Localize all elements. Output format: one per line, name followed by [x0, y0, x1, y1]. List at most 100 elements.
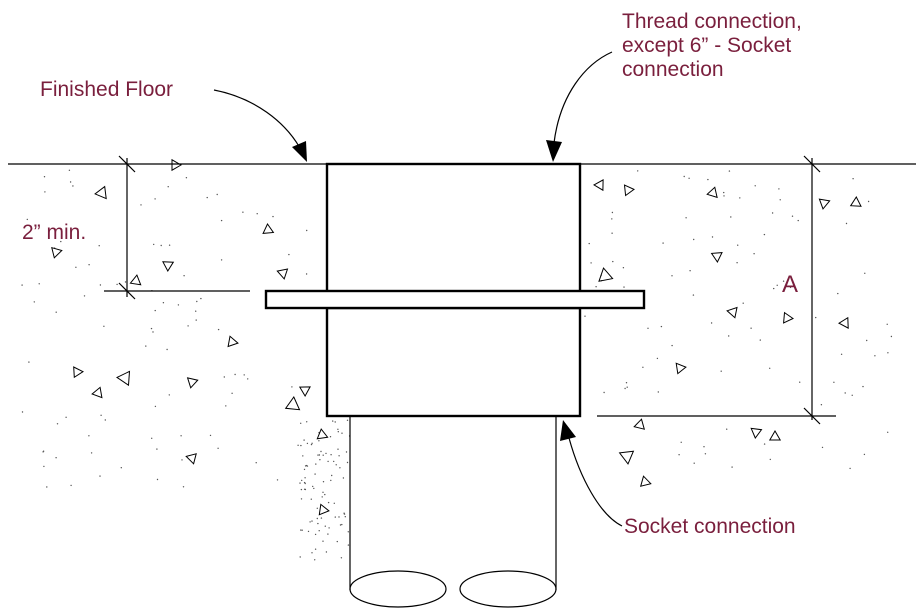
- aggregate-mark: [262, 223, 275, 234]
- stipple-dot: [623, 286, 625, 288]
- stipple-dot: [344, 516, 346, 518]
- stipple-dot: [325, 551, 328, 553]
- stipple-dot: [660, 325, 663, 328]
- stipple-dot: [154, 198, 156, 200]
- stipple-dot: [322, 454, 324, 456]
- stipple-dot: [187, 325, 189, 327]
- stipple-dot: [849, 467, 851, 470]
- stipple-dot: [840, 353, 843, 355]
- stipple-dot: [776, 284, 778, 286]
- stipple-dot: [303, 488, 306, 490]
- stipple-dot: [305, 464, 308, 467]
- stipple-dot: [754, 185, 756, 187]
- stipple-dot: [736, 262, 738, 264]
- aggregate-mark: [639, 475, 652, 487]
- stipple-dot: [611, 211, 614, 214]
- stipple-dot: [300, 444, 302, 447]
- stipple-dot: [685, 217, 687, 219]
- stipple-dot: [55, 457, 57, 459]
- stipple-dot: [771, 212, 774, 214]
- stipple-dot: [247, 378, 249, 380]
- stipple-dot: [306, 421, 308, 423]
- stipple-dot: [343, 512, 345, 514]
- stipple-dot: [300, 529, 302, 531]
- stipple-dot: [333, 460, 335, 463]
- stipple-dot: [231, 392, 233, 394]
- aggregate-mark: [618, 450, 635, 465]
- stipple-dot: [150, 327, 153, 330]
- stipple-dot: [723, 195, 725, 197]
- stipple-dot: [720, 370, 722, 372]
- stipple-dot: [100, 414, 102, 416]
- stipple-dot: [851, 394, 853, 396]
- stipple-dot: [217, 447, 219, 449]
- stipple-dot: [317, 454, 319, 456]
- stipple-dot: [782, 280, 785, 282]
- stipple-dot: [711, 236, 714, 238]
- stipple-dot: [234, 373, 236, 376]
- stipple-dot: [324, 525, 326, 527]
- stipple-dot: [44, 191, 46, 193]
- stipple-dot: [671, 344, 673, 347]
- stipple-dot: [156, 448, 158, 450]
- aggregate-mark: [284, 396, 301, 411]
- stipple-dot: [680, 441, 682, 443]
- stipple-dot: [837, 292, 839, 295]
- stipple-dot: [886, 323, 888, 325]
- stipple-dot: [182, 486, 185, 488]
- stipple-dot: [341, 432, 343, 434]
- stipple-dot: [693, 238, 695, 241]
- thread-connection-leader: [546, 51, 613, 162]
- stipple-dot: [863, 453, 866, 456]
- stipple-dot: [797, 219, 799, 222]
- stipple-dot: [162, 302, 165, 304]
- stipple-dot: [116, 283, 118, 286]
- stipple-dot: [611, 232, 613, 234]
- stipple-dot: [689, 270, 691, 272]
- stipple-dot: [217, 328, 220, 331]
- stipple-dot: [303, 468, 306, 471]
- stipple-dot: [103, 325, 105, 327]
- stipple-dot: [723, 191, 725, 194]
- aggregate-mark: [115, 370, 131, 387]
- stipple-dot: [310, 443, 313, 446]
- stipple-dot: [68, 169, 71, 171]
- aggregate-mark: [783, 311, 794, 324]
- stipple-dot: [791, 215, 794, 217]
- stipple-dot: [347, 544, 350, 546]
- stipple-dot: [312, 485, 314, 488]
- stipple-dot: [223, 376, 225, 378]
- stipple-dot: [83, 295, 86, 297]
- stipple-dot: [799, 381, 801, 383]
- stipple-dot: [325, 452, 327, 455]
- stipple-dot: [730, 216, 732, 218]
- stipple-dot: [731, 466, 733, 468]
- stipple-dot: [864, 272, 866, 274]
- stipple-dot: [683, 175, 685, 178]
- stipple-dot: [331, 474, 333, 477]
- stipple-dot: [890, 335, 893, 338]
- aggregate-mark: [51, 246, 63, 259]
- stipple-dot: [99, 284, 102, 286]
- stipple-dot: [167, 186, 169, 188]
- stipple-dot: [300, 498, 303, 500]
- stipple-dot: [301, 529, 303, 531]
- stipple-dot: [726, 428, 728, 430]
- stipple-dot: [852, 178, 854, 180]
- stipple-dot: [43, 176, 46, 178]
- stipple-dot: [28, 361, 30, 363]
- stipple-dot: [310, 498, 312, 500]
- stipple-dot: [288, 253, 290, 256]
- stipple-dot: [303, 439, 305, 441]
- aggregate-mark: [318, 503, 330, 516]
- stipple-dot: [329, 436, 332, 438]
- stipple-dot: [311, 442, 313, 444]
- stipple-dot: [704, 453, 707, 455]
- finished-floor-leader: [213, 89, 307, 162]
- aggregate-mark: [818, 198, 831, 210]
- stipple-dot: [301, 479, 303, 482]
- stipple-dot: [314, 533, 317, 536]
- stipple-dot: [303, 481, 306, 484]
- stipple-dot: [334, 421, 336, 423]
- stipple-dot: [242, 211, 244, 213]
